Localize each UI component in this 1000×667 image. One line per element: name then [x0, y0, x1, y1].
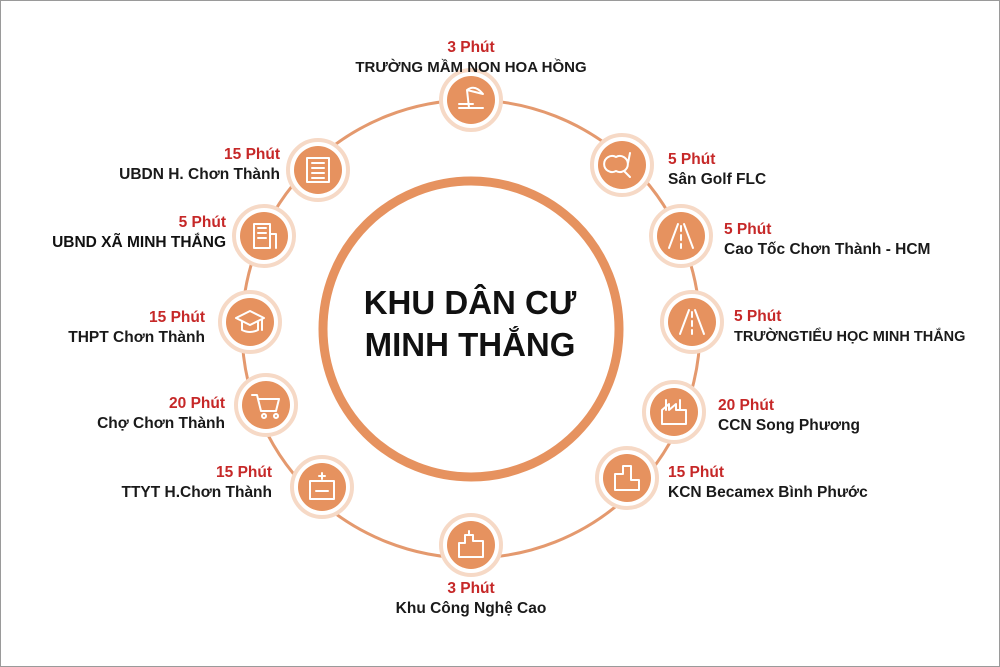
shopping-cart-icon: [251, 394, 280, 419]
center-ring: [318, 176, 624, 482]
factory-icon: [661, 399, 687, 425]
node-inner-circle: [650, 388, 698, 436]
label-cho-chon-thanh: 20 Phút Chợ Chơn Thành: [20, 394, 225, 434]
location-node: [290, 455, 354, 519]
location-name: TTYT H.Chơn Thành: [121, 484, 273, 501]
location-name: Chợ Chơn Thành: [97, 415, 225, 432]
graduation-cap-icon: [235, 310, 265, 333]
location-node: [439, 68, 503, 132]
tech-city-icon: [458, 530, 484, 558]
location-node: [590, 133, 654, 197]
location-node: [660, 290, 724, 354]
node-inner-circle: [447, 521, 495, 569]
label-ubdn-huyen: 15 Phút UBDN H. Chơn Thành: [40, 145, 280, 185]
location-name: TRƯỜNGTIỂU HỌC MINH THẮNG: [734, 329, 966, 345]
node-inner-circle: [298, 463, 346, 511]
node-inner-circle: [226, 298, 274, 346]
node-inner-circle: [242, 381, 290, 429]
hospital-icon: [309, 472, 335, 500]
location-name: KCN Becamex Bình Phước: [668, 484, 868, 501]
tower-building-icon: [306, 157, 330, 183]
golf-ball-icon: [603, 152, 631, 178]
location-node: [642, 380, 706, 444]
travel-time: 20 Phút: [169, 395, 225, 412]
node-inner-circle: [598, 141, 646, 189]
location-name: Sân Golf FLC: [668, 171, 767, 188]
location-node: [286, 138, 350, 202]
location-node: [218, 290, 282, 354]
center-title: KHU DÂN CƯ MINH THẮNG: [363, 284, 577, 363]
location-node: [595, 446, 659, 510]
travel-time: 20 Phút: [718, 397, 774, 414]
location-name: Khu Công Nghệ Cao: [395, 600, 547, 617]
label-thpt: 15 Phút THPT Chơn Thành: [20, 308, 205, 348]
location-name: UBND XÃ MINH THẮNG: [52, 234, 226, 251]
industrial-icon: [614, 465, 640, 491]
label-khu-cong-nghe-cao: 3 Phút Khu Công Nghệ Cao: [330, 579, 612, 619]
node-inner-circle: [447, 76, 495, 124]
label-cao-toc: 5 Phút Cao Tốc Chơn Thành - HCM: [724, 220, 930, 260]
travel-time: 15 Phút: [216, 464, 272, 481]
label-ccn-song-phuong: 20 Phút CCN Song Phương: [718, 396, 860, 436]
location-name: THPT Chơn Thành: [68, 329, 205, 346]
highway-road-icon: [668, 223, 694, 249]
node-inner-circle: [294, 146, 342, 194]
travel-time: 5 Phút: [668, 151, 716, 168]
label-ttyt: 15 Phút TTYT H.Chơn Thành: [40, 463, 273, 503]
office-building-icon: [253, 223, 277, 249]
location-node: [439, 513, 503, 577]
location-node: [234, 373, 298, 437]
travel-time: 15 Phút: [668, 464, 724, 481]
beach-umbrella-icon: [458, 86, 484, 109]
road-icon: [679, 309, 705, 335]
location-node: [649, 204, 713, 268]
node-inner-circle: [603, 454, 651, 502]
location-node: [232, 204, 296, 268]
location-name: TRƯỜNG MẦM NON HOA HỒNG: [355, 59, 587, 76]
travel-time: 15 Phút: [224, 146, 280, 163]
label-ubnd-xa: 5 Phút UBND XÃ MINH THẮNG: [20, 213, 226, 253]
label-san-golf: 5 Phút Sân Golf FLC: [668, 150, 766, 190]
location-name: UBDN H. Chơn Thành: [119, 166, 280, 183]
label-tieu-hoc: 5 Phút TRƯỜNGTIỂU HỌC MINH THẮNG: [734, 307, 965, 347]
location-name: Cao Tốc Chơn Thành - HCM: [724, 241, 931, 258]
travel-time: 15 Phút: [149, 309, 205, 326]
travel-time: 5 Phút: [724, 221, 772, 238]
location-name: CCN Song Phương: [718, 417, 860, 434]
travel-time: 5 Phút: [734, 308, 782, 325]
label-truong-mam-non: 3 Phút TRƯỜNG MẦM NON HOA HỒNG: [330, 38, 612, 78]
travel-time: 3 Phút: [447, 39, 495, 56]
label-kcn-becamex: 15 Phút KCN Becamex Bình Phước: [668, 463, 868, 503]
node-inner-circle: [240, 212, 288, 260]
travel-time: 5 Phút: [178, 214, 226, 231]
travel-time: 3 Phút: [447, 580, 495, 597]
